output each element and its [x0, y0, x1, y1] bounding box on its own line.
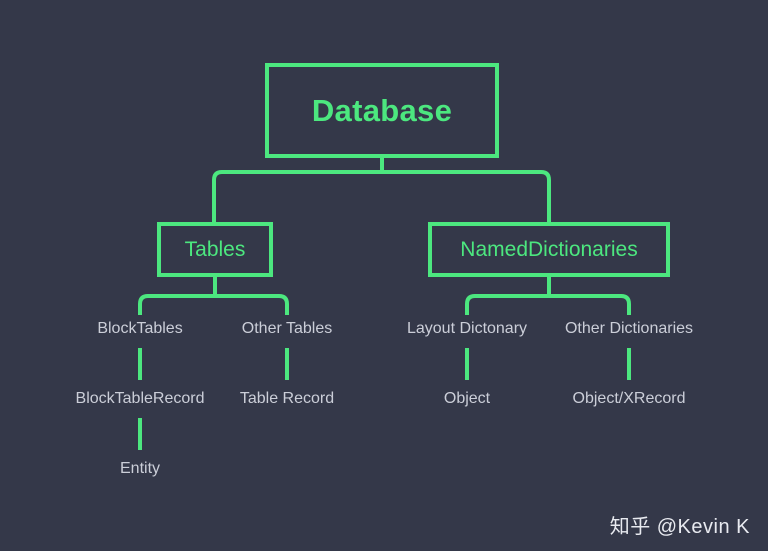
node-object[interactable]: Object — [444, 390, 490, 408]
node-layout-dictonary[interactable]: Layout Dictonary — [407, 320, 527, 338]
node-layout-dictonary-label: Layout Dictonary — [406, 320, 528, 337]
node-nameddictionaries-label: NamedDictionaries — [460, 237, 638, 261]
node-object-label: Object — [443, 390, 491, 407]
node-table-record-label: Table Record — [239, 390, 335, 407]
connector-nameddictionaries-bracket — [465, 294, 631, 315]
node-tables[interactable]: Tables — [157, 222, 273, 277]
node-other-dictionaries-label: Other Dictionaries — [564, 320, 694, 337]
node-blocktables[interactable]: BlockTables — [97, 320, 182, 338]
node-object-xrecord-label: Object/XRecord — [572, 390, 686, 407]
watermark-text: 知乎 @Kevin K — [609, 516, 750, 538]
node-database-label: Database — [311, 92, 453, 128]
watermark: 知乎 @Kevin K — [610, 510, 750, 539]
node-tables-label: Tables — [184, 237, 246, 261]
node-object-xrecord[interactable]: Object/XRecord — [573, 390, 686, 408]
node-entity-label: Entity — [119, 460, 161, 477]
connector-database-bracket — [212, 170, 551, 222]
node-nameddictionaries[interactable]: NamedDictionaries — [428, 222, 670, 277]
node-blocktablerecord[interactable]: BlockTableRecord — [76, 390, 205, 408]
connector-tables-bracket — [138, 294, 289, 315]
node-other-tables-label: Other Tables — [241, 320, 333, 337]
node-other-tables[interactable]: Other Tables — [242, 320, 332, 338]
node-table-record[interactable]: Table Record — [240, 390, 334, 408]
node-blocktables-label: BlockTables — [97, 320, 183, 337]
node-blocktablerecord-label: BlockTableRecord — [75, 390, 205, 407]
node-other-dictionaries[interactable]: Other Dictionaries — [565, 320, 693, 338]
node-entity[interactable]: Entity — [120, 460, 160, 478]
node-database[interactable]: Database — [265, 63, 499, 158]
